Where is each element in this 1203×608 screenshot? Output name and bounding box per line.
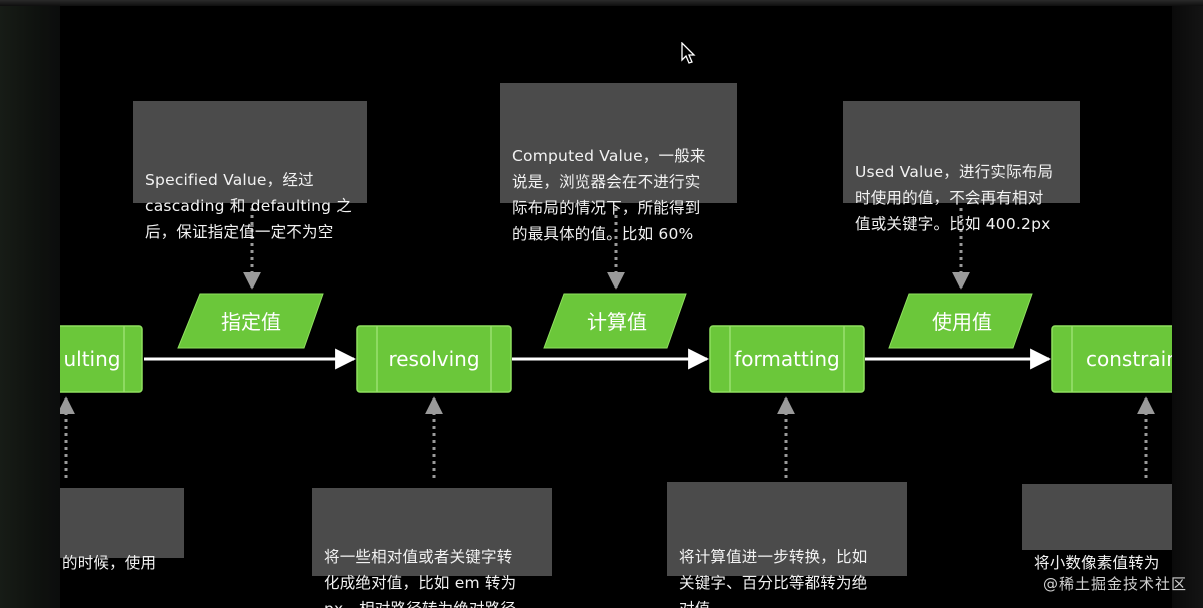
note-resolving-desc: 将一些相对值或者关键字转 化成绝对值，比如 em 转为 px，相对路径转为绝对路… — [312, 488, 552, 608]
note-resolving-desc-text: 将一些相对值或者关键字转 化成绝对值，比如 em 转为 px，相对路径转为绝对路… — [324, 548, 517, 608]
node-resolving — [356, 325, 512, 393]
value-specified-label: 指定值 — [221, 310, 281, 334]
node-formatting — [709, 325, 865, 393]
top-edge — [0, 0, 1203, 6]
right-backdrop — [1172, 0, 1203, 608]
value-used-shape — [888, 293, 1033, 349]
value-computed-label: 计算值 — [587, 310, 647, 334]
value-computed-shape — [543, 293, 687, 349]
note-constraining-desc-text: 将小数像素值转为 — [1034, 554, 1160, 572]
note-computed: Computed Value，一般来 说是，浏览器会在不进行实 际布局的情况下，… — [500, 83, 737, 243]
node-defaulting-label: ulting — [63, 347, 121, 371]
note-used-text: Used Value，进行实际布局 时使用的值，不会再有相对 值或关键字。比如 … — [855, 163, 1054, 233]
watermark: @稀土掘金技术社区 — [1042, 575, 1187, 593]
note-used: Used Value，进行实际布局 时使用的值，不会再有相对 值或关键字。比如 … — [843, 101, 1080, 233]
value-specified-shape — [177, 293, 324, 349]
mouse-cursor-icon — [681, 42, 696, 64]
value-used-label: 使用值 — [932, 310, 992, 334]
node-constraining-label: constrain — [1086, 347, 1172, 371]
node-formatting-label: formatting — [734, 347, 840, 371]
left-backdrop — [0, 0, 60, 608]
note-formatting-desc-text: 将计算值进一步转换，比如 关键字、百分比等都转为绝 对值 — [679, 548, 868, 608]
note-defaulting-desc-text: 的时候，使用 — [62, 554, 157, 572]
note-specified-text: Specified Value，经过 cascading 和 defaultin… — [145, 171, 353, 241]
note-defaulting-desc: 的时候，使用 — [60, 488, 184, 572]
note-specified: Specified Value，经过 cascading 和 defaultin… — [133, 101, 367, 241]
diagram-canvas: ulting resolving formatting constrain 指定… — [60, 6, 1172, 608]
note-formatting-desc: 将计算值进一步转换，比如 关键字、百分比等都转为绝 对值 — [667, 482, 907, 608]
node-resolving-label: resolving — [388, 347, 480, 371]
note-computed-text: Computed Value，一般来 说是，浏览器会在不进行实 际布局的情况下，… — [512, 147, 706, 243]
note-constraining-desc: 将小数像素值转为 — [1022, 484, 1172, 572]
node-constraining — [1051, 325, 1172, 393]
node-defaulting — [60, 325, 143, 393]
